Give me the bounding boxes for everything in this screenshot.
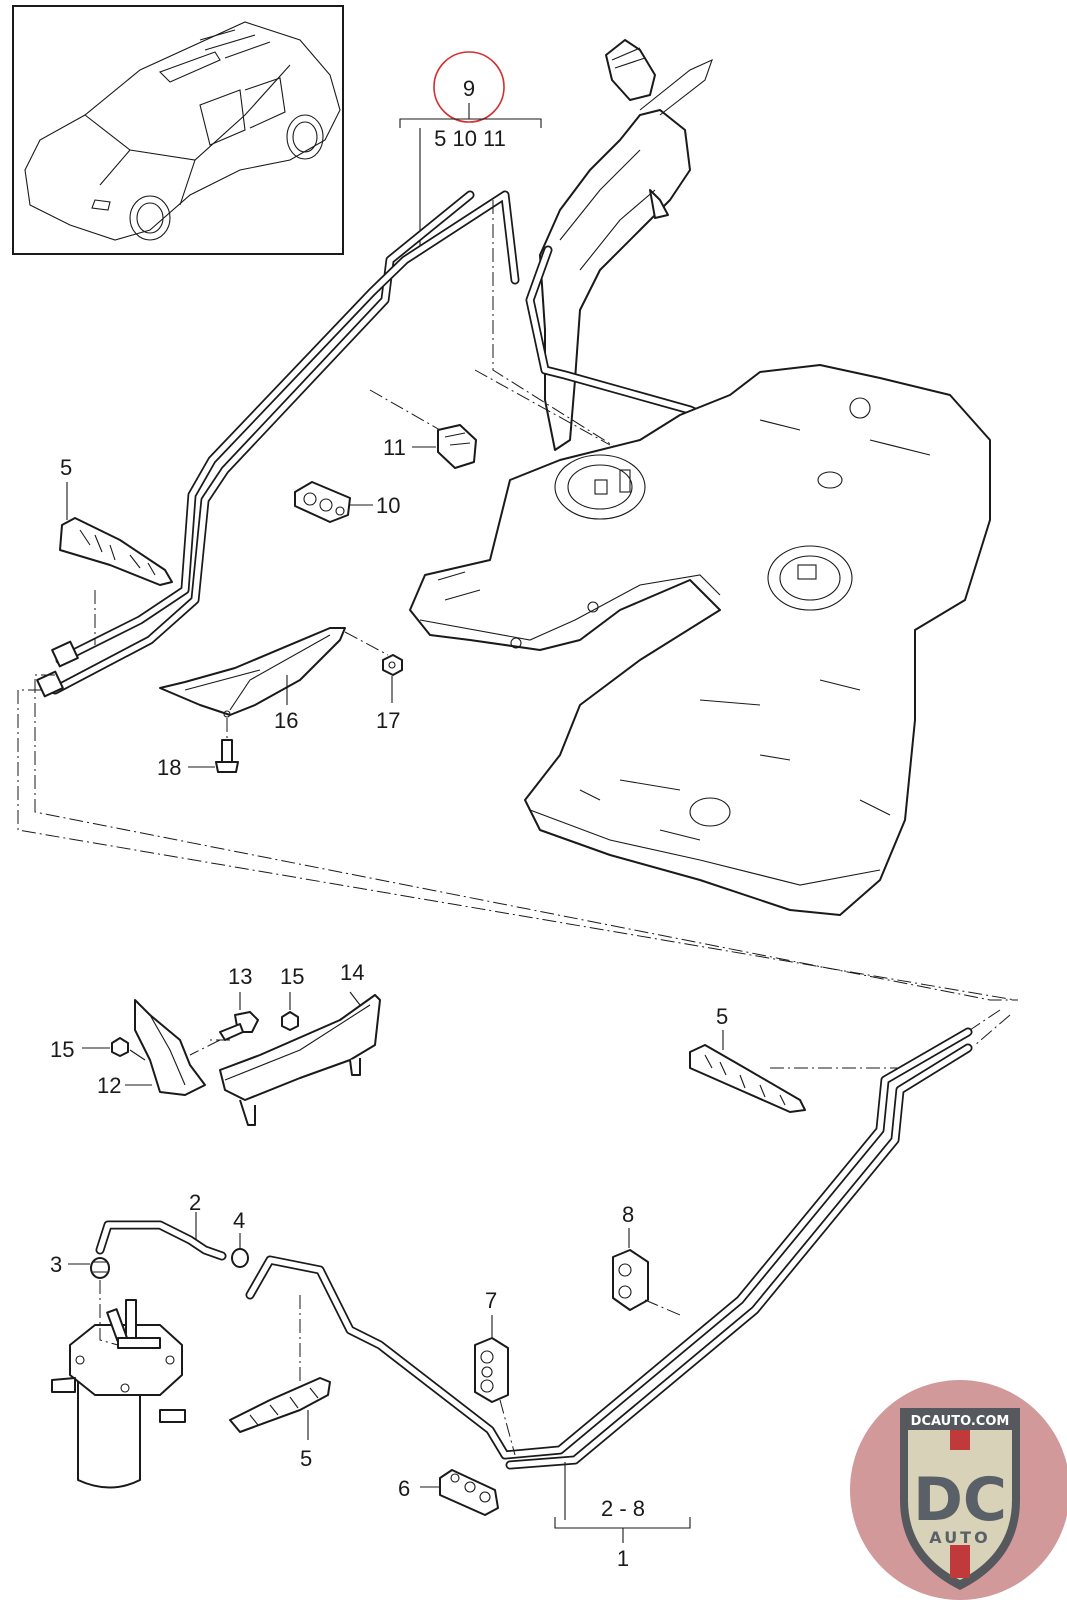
callout-9-children: 5 10 11: [434, 126, 506, 151]
callout-14[interactable]: 14: [340, 960, 364, 985]
callout-11[interactable]: 11: [383, 435, 406, 460]
nut-15-left: 15: [50, 1037, 146, 1062]
callout-1-children: 2 - 8: [601, 1496, 645, 1521]
lower-fuel-lines: [245, 1009, 1011, 1470]
logo-bottom-text: AUTO: [929, 1528, 990, 1547]
callout-group-1: 2 - 8 1: [554, 1462, 691, 1571]
callout-1[interactable]: 1: [617, 1546, 629, 1571]
callout-7[interactable]: 7: [485, 1288, 497, 1313]
spacer-6: 6: [398, 1469, 499, 1516]
upper-fuel-lines: [36, 190, 520, 698]
clip-5-top: 5: [59, 455, 173, 645]
bracket-12: 12: [97, 999, 206, 1098]
logo-initials: DC: [913, 1465, 1007, 1535]
clamp-3: 3: [50, 1252, 110, 1279]
callout-15-left[interactable]: 15: [50, 1037, 74, 1062]
callout-9[interactable]: 9: [463, 76, 475, 101]
callout-8[interactable]: 8: [622, 1202, 634, 1227]
bolt-13: 13: [189, 964, 259, 1056]
callout-12[interactable]: 12: [97, 1073, 121, 1098]
nut-17: 17: [376, 654, 403, 733]
callout-13[interactable]: 13: [228, 964, 252, 989]
callout-15-right[interactable]: 15: [280, 964, 304, 989]
hose-2: 2: [95, 1190, 227, 1261]
callout-16[interactable]: 16: [274, 708, 298, 733]
bolt-18: 18: [157, 718, 239, 780]
spacer-10: 10: [294, 481, 400, 523]
vehicle-thumbnail: [12, 5, 344, 255]
highlight-circle: [433, 51, 505, 123]
callout-10[interactable]: 10: [376, 493, 400, 518]
callout-18[interactable]: 18: [157, 755, 181, 780]
callout-6[interactable]: 6: [398, 1476, 410, 1501]
clip-5-bottom: 5: [229, 1295, 331, 1471]
heat-shield-14: 14: [219, 960, 381, 1126]
heat-shield-16: 16: [159, 627, 389, 733]
callout-2[interactable]: 2: [189, 1190, 201, 1215]
callout-5-bottom[interactable]: 5: [300, 1446, 312, 1471]
clip-7: 7: [474, 1288, 516, 1456]
callout-3[interactable]: 3: [50, 1252, 62, 1277]
clip-8: 8: [612, 1202, 681, 1316]
fuel-tank: [409, 364, 991, 916]
nut-15-right: 15: [280, 964, 304, 1031]
clip-11: 11: [369, 389, 477, 469]
fuel-filter: [51, 1280, 186, 1489]
callout-5-right[interactable]: 5: [716, 1004, 728, 1029]
filler-neck: [539, 39, 713, 451]
callout-5-top[interactable]: 5: [60, 455, 72, 480]
callout-17[interactable]: 17: [376, 708, 400, 733]
clip-5-right: 5: [689, 1004, 905, 1113]
callout-group-9: 9 5 10 11: [399, 51, 542, 255]
clamp-4: 4: [231, 1208, 249, 1268]
callout-4[interactable]: 4: [233, 1208, 245, 1233]
car-icon: [24, 21, 341, 241]
dcauto-logo: DCAUTO.COM DC AUTO: [850, 1380, 1067, 1600]
logo-top-text: DCAUTO.COM: [911, 1414, 1010, 1429]
